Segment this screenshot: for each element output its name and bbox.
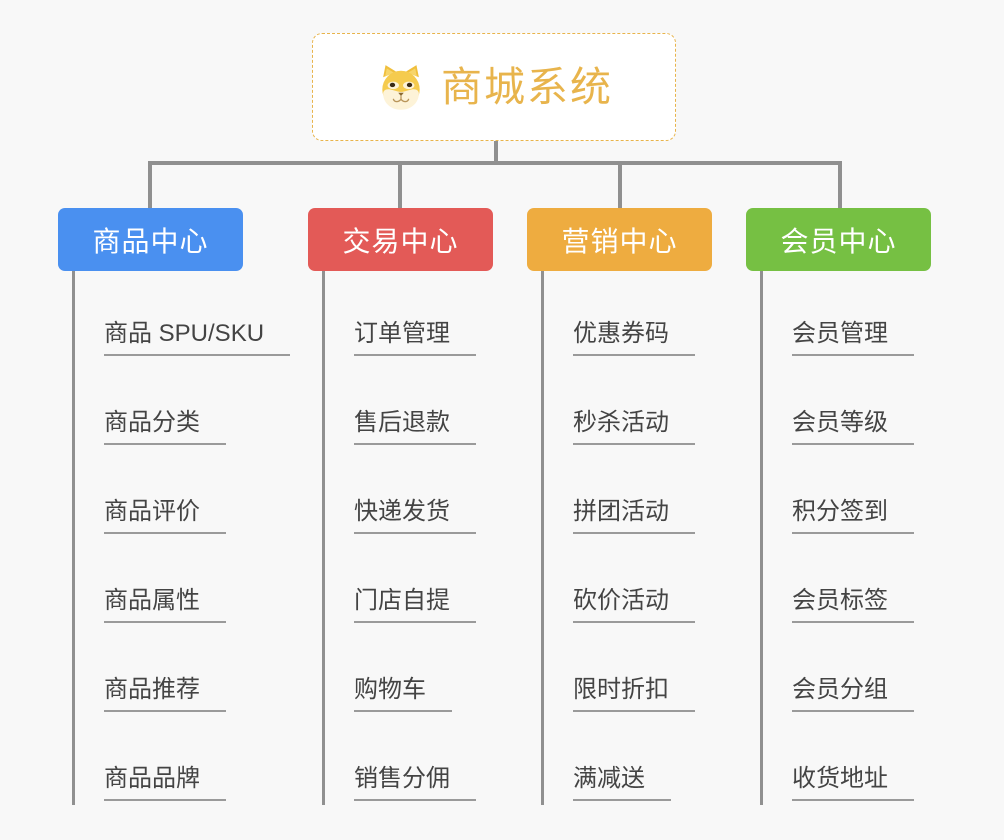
list-item-label: 积分签到 [792,498,914,534]
list-item-label: 商品品牌 [104,765,226,801]
connector-drop-2 [398,161,402,208]
list-item[interactable]: 拼团活动 [541,449,771,538]
column-交易中心: 订单管理 售后退款 快递发货 门店自提 购物车 销售分佣 [322,271,552,805]
list-item-label: 商品分类 [104,409,226,445]
list-item[interactable]: 门店自提 [322,538,552,627]
list-item-label: 拼团活动 [573,498,695,534]
category-title: 交易中心 [342,225,459,257]
category-title: 营销中心 [561,225,678,257]
list-item-label: 优惠券码 [573,320,695,356]
list-item[interactable]: 商品推荐 [72,627,302,716]
column-商品中心: 商品 SPU/SKU 商品分类 商品评价 商品属性 商品推荐 商品品牌 [72,271,302,805]
list-item[interactable]: 会员分组 [760,627,990,716]
connector-horizontal-bus [148,161,842,165]
list-item-label: 会员管理 [792,320,914,356]
category-header-营销中心[interactable]: 营销中心 [527,208,712,271]
list-item[interactable]: 商品属性 [72,538,302,627]
connector-drop-3 [618,161,622,208]
connector-root-stem [494,141,498,164]
list-item-label: 快递发货 [354,498,476,534]
root-title: 商城系统 [441,63,613,110]
list-item[interactable]: 收货地址 [760,716,990,805]
list-item[interactable]: 会员管理 [760,271,990,360]
column-营销中心: 优惠券码 秒杀活动 拼团活动 砍价活动 限时折扣 满减送 [541,271,771,805]
list-item[interactable]: 快递发货 [322,449,552,538]
list-item-label: 收货地址 [792,765,914,801]
column-spine [760,271,763,805]
list-item[interactable]: 满减送 [541,716,771,805]
list-item[interactable]: 订单管理 [322,271,552,360]
list-item-label: 门店自提 [354,587,476,623]
list-item[interactable]: 售后退款 [322,360,552,449]
list-item-label: 购物车 [354,676,452,712]
list-item[interactable]: 秒杀活动 [541,360,771,449]
root-node[interactable]: 商城系统 [312,33,676,141]
list-item-label: 限时折扣 [573,676,695,712]
list-item-label: 秒杀活动 [573,409,695,445]
category-header-会员中心[interactable]: 会员中心 [746,208,931,271]
list-item-label: 商品属性 [104,587,226,623]
list-item[interactable]: 限时折扣 [541,627,771,716]
column-spine [322,271,325,805]
list-item[interactable]: 购物车 [322,627,552,716]
list-item-label: 商品 SPU/SKU [104,320,291,356]
list-item-label: 售后退款 [354,409,476,445]
connector-drop-1 [148,161,152,208]
list-item-label: 满减送 [573,765,671,801]
list-item-label: 会员分组 [792,676,914,712]
column-spine [72,271,75,805]
list-item-label: 会员等级 [792,409,914,445]
category-title: 商品中心 [92,225,209,257]
shiba-dog-face-icon [382,65,420,110]
list-item[interactable]: 优惠券码 [541,271,771,360]
column-会员中心: 会员管理 会员等级 积分签到 会员标签 会员分组 收货地址 [760,271,990,805]
list-item[interactable]: 积分签到 [760,449,990,538]
list-item[interactable]: 会员标签 [760,538,990,627]
list-item-label: 订单管理 [354,320,476,356]
connector-drop-4 [838,161,842,208]
list-item-label: 销售分佣 [354,765,476,801]
category-title: 会员中心 [780,225,897,257]
list-item[interactable]: 商品 SPU/SKU [72,271,302,360]
list-item[interactable]: 会员等级 [760,360,990,449]
category-header-交易中心[interactable]: 交易中心 [308,208,493,271]
list-item-label: 砍价活动 [573,587,695,623]
list-item[interactable]: 商品品牌 [72,716,302,805]
category-header-商品中心[interactable]: 商品中心 [58,208,243,271]
list-item[interactable]: 商品分类 [72,360,302,449]
list-item-label: 会员标签 [792,587,914,623]
column-spine [541,271,544,805]
list-item-label: 商品评价 [104,498,226,534]
list-item[interactable]: 商品评价 [72,449,302,538]
list-item[interactable]: 砍价活动 [541,538,771,627]
list-item-label: 商品推荐 [104,676,226,712]
list-item[interactable]: 销售分佣 [322,716,552,805]
